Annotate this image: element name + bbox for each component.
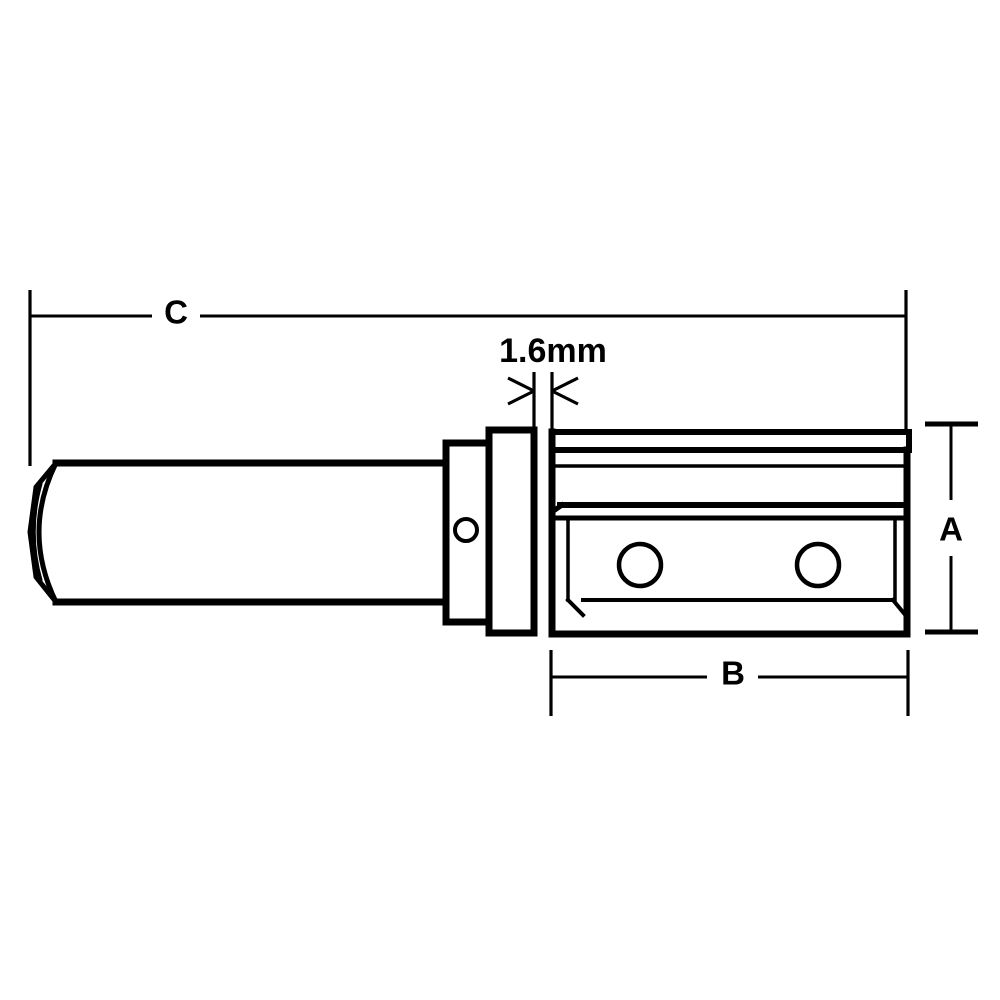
flange-collar bbox=[485, 426, 538, 637]
dimension-thickness-arrow-right-upper bbox=[551, 376, 579, 393]
dimension-thickness-arrow-left-lower bbox=[507, 389, 535, 406]
dimension-thickness-label: 1.6mm bbox=[499, 332, 607, 370]
shaft-end-bore-arc bbox=[32, 482, 43, 582]
dimension-thickness-arrow-right-lower bbox=[551, 389, 579, 406]
dimension-a: A bbox=[925, 421, 978, 635]
shaft-cross-hole bbox=[453, 517, 479, 543]
cylindrical-shaft bbox=[27, 459, 450, 606]
dimension-b: B bbox=[549, 650, 910, 716]
dimension-a-label: A bbox=[939, 511, 963, 548]
block-hole-right bbox=[794, 541, 842, 589]
block-chamfer-bottom-right bbox=[890, 597, 910, 620]
dimension-thickness-arrow-left-upper bbox=[507, 376, 535, 393]
shaft-end-chamfer-facet bbox=[27, 459, 60, 606]
dimension-c-label: C bbox=[164, 294, 188, 331]
shaft-step-section bbox=[442, 439, 493, 626]
bracket-block bbox=[548, 428, 912, 638]
dimension-b-label: B bbox=[721, 655, 745, 692]
dimension-c: C bbox=[28, 290, 908, 466]
block-hole-left bbox=[616, 541, 664, 589]
flange-collar-body bbox=[485, 426, 538, 637]
shaft-end-cap-outer-arc bbox=[36, 461, 59, 604]
dimension-thickness: 1.6mm bbox=[499, 332, 607, 434]
block-recess-jog bbox=[548, 501, 566, 516]
block-chamfer-bottom-left bbox=[565, 597, 586, 618]
